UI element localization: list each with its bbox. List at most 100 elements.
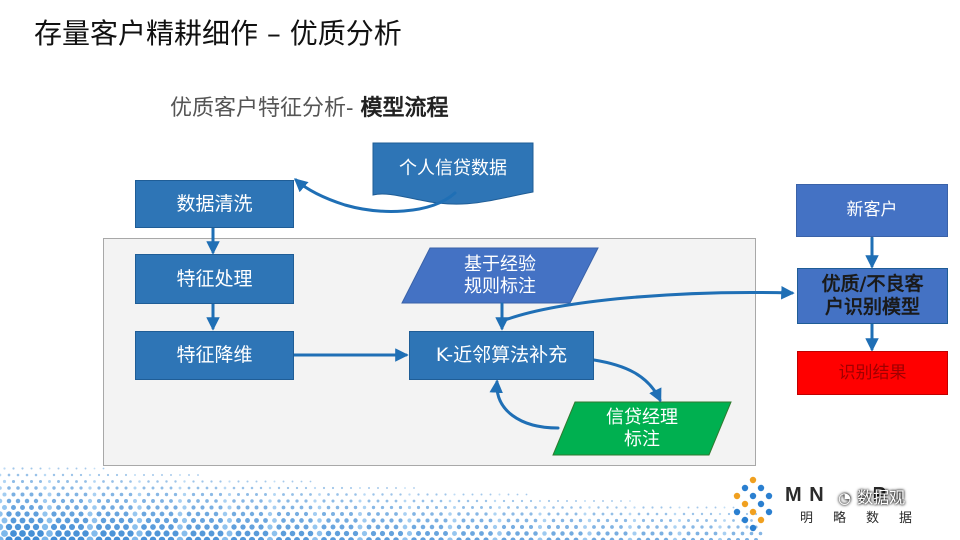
pattern-dot: [388, 530, 395, 537]
pattern-dot: [5, 523, 13, 531]
pattern-dot: [32, 523, 40, 531]
pattern-dot: [290, 518, 295, 523]
pattern-dot: [660, 506, 663, 509]
pattern-dot: [619, 512, 623, 516]
data-cleaning-label: 数据清洗: [176, 192, 253, 215]
pattern-dot: [51, 498, 57, 504]
pattern-dot: [673, 512, 677, 516]
pattern-dot: [619, 525, 623, 529]
pattern-dot: [326, 505, 331, 510]
pattern-dot: [91, 517, 98, 524]
pattern-dot: [620, 500, 622, 502]
pattern-dot: [199, 530, 206, 537]
manager-labeling-shape[interactable]: [552, 401, 732, 456]
pattern-dot: [452, 505, 457, 510]
feature-reduction-box[interactable]: 特征降维: [135, 331, 294, 380]
pattern-dot: [32, 536, 40, 540]
data-source-shape[interactable]: [372, 142, 534, 205]
pattern-dot: [646, 525, 650, 529]
pattern-dot: [375, 524, 381, 530]
pattern-dot: [605, 518, 610, 523]
pattern-dot: [385, 499, 389, 503]
pattern-dot: [244, 530, 251, 537]
arrow-knn-to-labeling: [592, 358, 662, 403]
pattern-dot: [39, 467, 42, 470]
pattern-dot: [623, 518, 628, 523]
pattern-dot: [308, 505, 313, 510]
pattern-dot: [457, 512, 461, 516]
pattern-dot: [248, 536, 256, 540]
logo-dot: [733, 508, 741, 516]
pattern-dot: [686, 531, 691, 536]
pattern-dot: [424, 530, 431, 537]
pattern-dot: [16, 486, 20, 490]
pattern-dot: [0, 536, 4, 540]
pattern-dot: [483, 537, 489, 540]
pattern-dot: [196, 499, 200, 503]
pattern-dot: [393, 537, 399, 540]
pattern-dot: [204, 524, 210, 530]
pattern-dot: [696, 506, 699, 509]
pattern-dot: [546, 537, 552, 540]
pattern-dot: [515, 518, 520, 523]
pattern-dot: [497, 531, 502, 536]
pattern-dot: [317, 518, 322, 523]
pattern-dot: [59, 536, 67, 540]
pattern-dot: [23, 536, 31, 540]
pattern-dot: [43, 486, 47, 490]
pattern-dot: [277, 499, 281, 503]
pattern-dot: [272, 505, 277, 510]
new-customer-box[interactable]: 新客户: [796, 184, 948, 237]
subtitle-bold: 模型流程: [360, 96, 449, 121]
pattern-dot: [372, 493, 375, 496]
pattern-dot: [106, 473, 110, 477]
pattern-dot: [753, 537, 759, 540]
arrow-knn-to-model: [503, 285, 795, 322]
pattern-dot: [538, 499, 542, 503]
pattern-dot: [384, 537, 390, 540]
pattern-dot: [2, 492, 7, 497]
pattern-dot: [416, 505, 421, 510]
pattern-dot: [321, 537, 327, 540]
pattern-dot: [430, 512, 434, 516]
identification-model-box[interactable]: 优质/不良客 户识别模型: [797, 268, 948, 324]
pattern-dot: [403, 512, 407, 516]
pattern-dot: [195, 511, 201, 517]
pattern-dot: [154, 530, 161, 537]
pattern-dot: [379, 530, 386, 537]
pattern-dot: [588, 506, 591, 509]
identification-result-label: 识别结果: [838, 362, 907, 383]
pattern-dot: [321, 524, 327, 530]
identification-result-box[interactable]: 识别结果: [797, 351, 948, 395]
pattern-dot: [48, 480, 51, 483]
pattern-dot: [2, 505, 7, 510]
pattern-dot: [136, 530, 143, 537]
pattern-dot: [629, 500, 631, 502]
pattern-dot: [677, 531, 682, 536]
pattern-dot: [506, 518, 511, 523]
pattern-dot: [587, 531, 592, 536]
pattern-dot: [132, 524, 138, 530]
pattern-dot: [316, 530, 323, 537]
pattern-dot: [218, 492, 223, 497]
pattern-dot: [627, 537, 633, 540]
pattern-dot: [249, 511, 255, 517]
pattern-dot: [282, 480, 285, 483]
pattern-dot: [462, 506, 465, 509]
pattern-dot: [475, 512, 479, 516]
pattern-dot: [687, 506, 690, 509]
pattern-dot: [308, 518, 313, 523]
pattern-dot: [268, 499, 272, 503]
experience-rules-shape[interactable]: [401, 247, 599, 304]
pattern-dot: [59, 523, 67, 531]
pattern-dot: [632, 531, 637, 536]
knn-completion-box[interactable]: K-近邻算法补充: [409, 331, 594, 380]
feature-processing-box[interactable]: 特征处理: [135, 254, 294, 304]
pattern-dot: [262, 530, 269, 537]
data-cleaning-box[interactable]: 数据清洗: [135, 180, 294, 228]
pattern-dot: [367, 512, 371, 516]
pattern-dot: [146, 492, 151, 497]
pattern-dot: [650, 518, 655, 523]
pattern-dot: [330, 537, 336, 540]
pattern-dot: [70, 473, 74, 477]
